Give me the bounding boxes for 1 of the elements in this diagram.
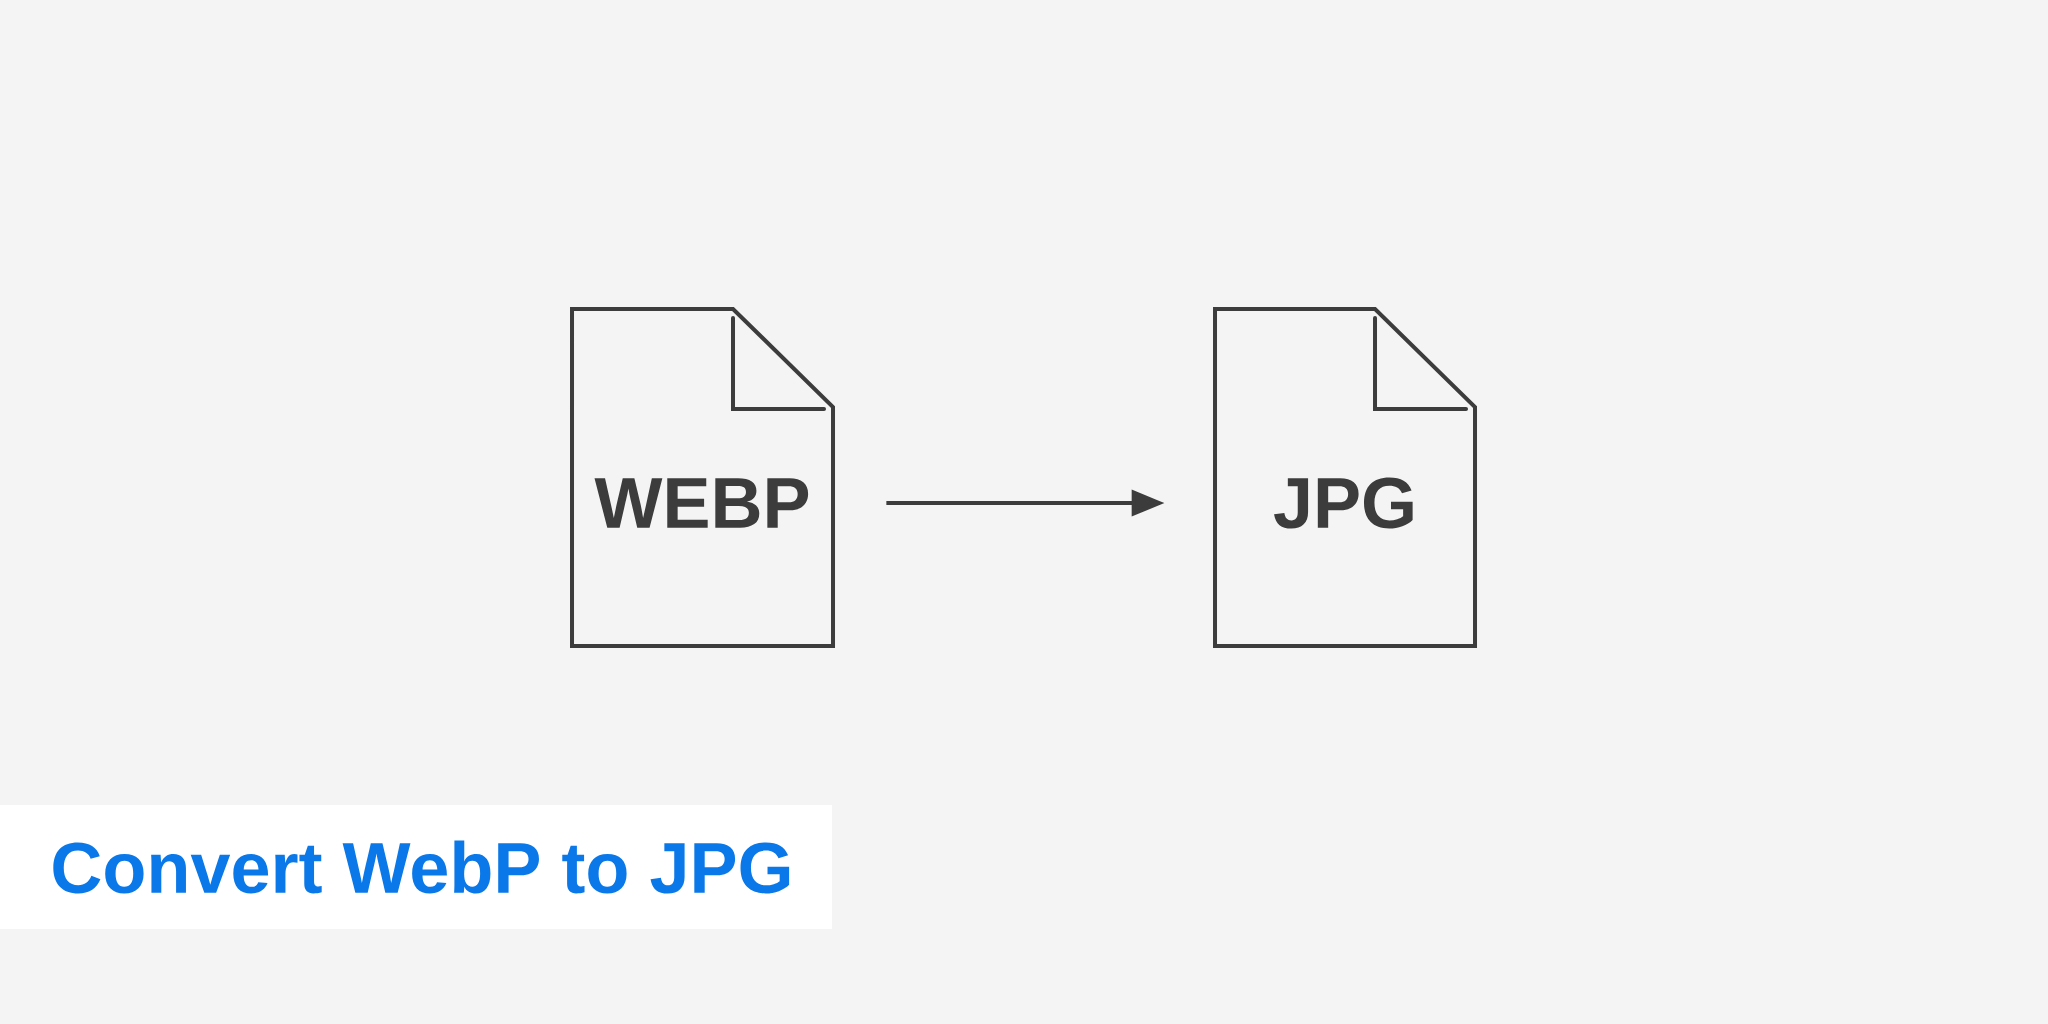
title-banner: Convert WebP to JPG — [0, 805, 832, 929]
